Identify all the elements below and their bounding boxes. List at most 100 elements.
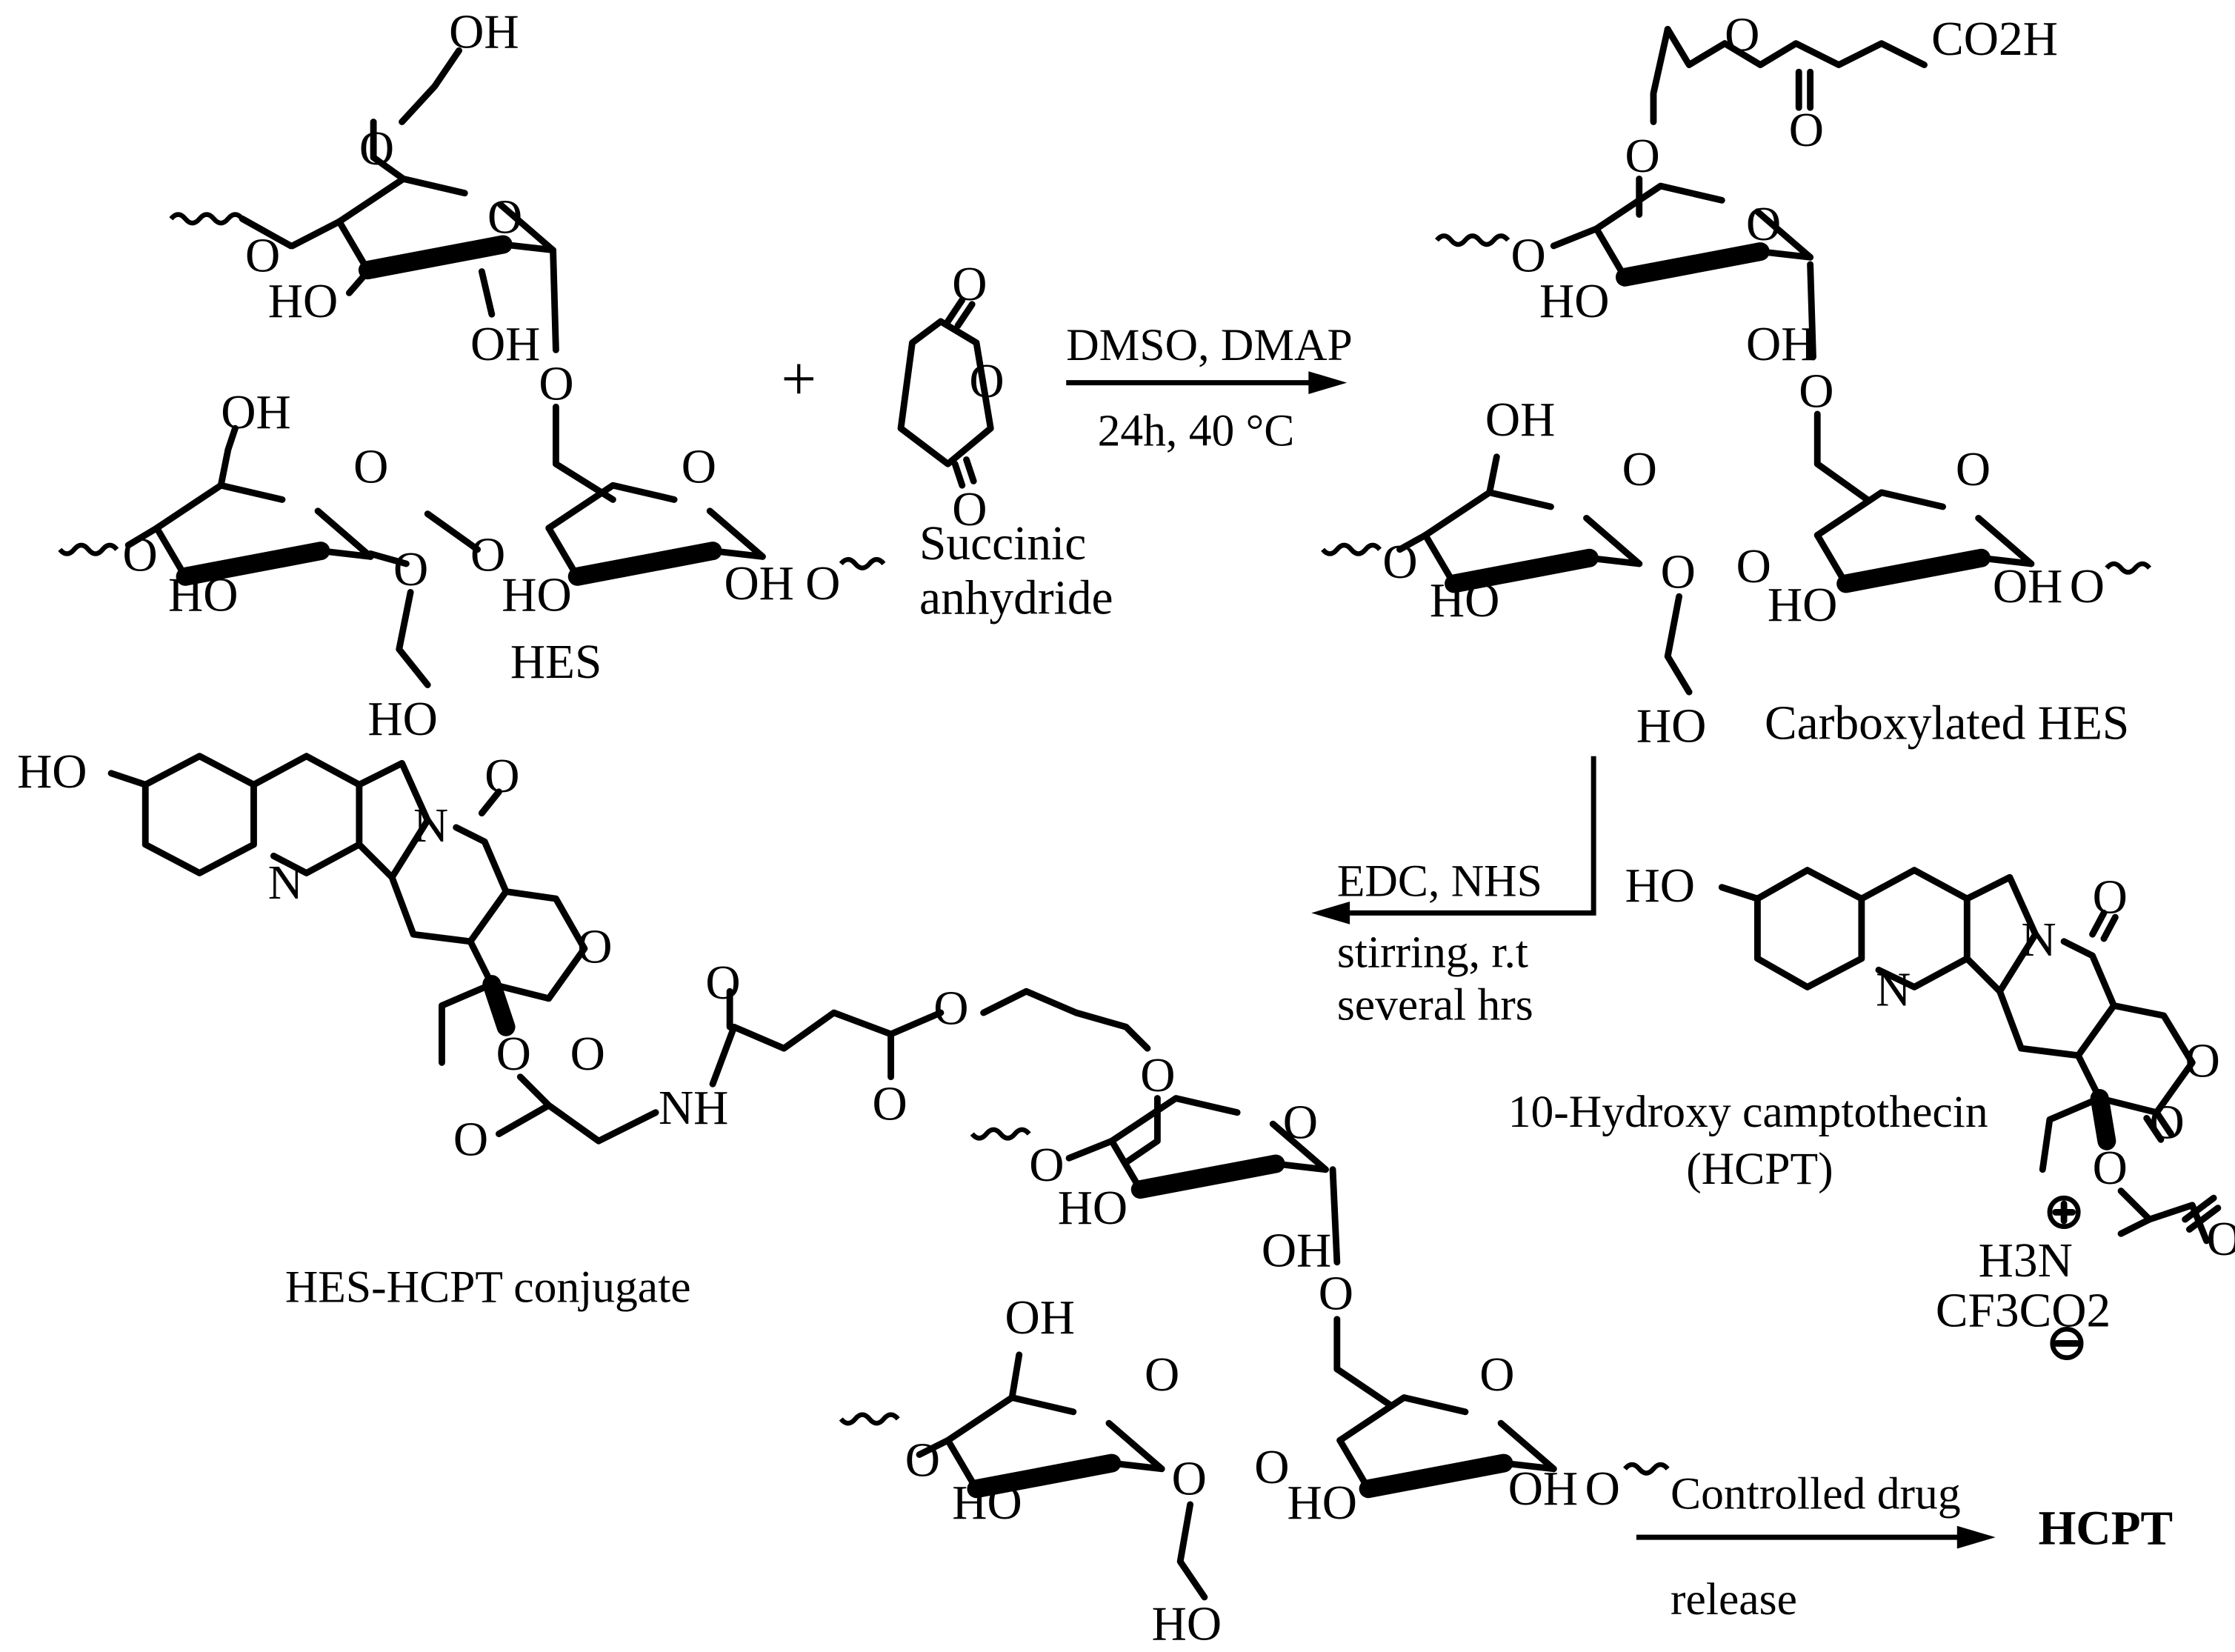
svg-text:HO: HO: [1287, 1476, 1356, 1530]
svg-text:O: O: [1746, 198, 1781, 251]
svg-text:O: O: [122, 529, 157, 582]
svg-text:O: O: [1736, 540, 1771, 593]
svg-text:O: O: [393, 543, 428, 596]
hcpt-label-line2: (HCPT): [1686, 1144, 1833, 1194]
svg-text:O: O: [470, 529, 505, 582]
svg-text:O: O: [1145, 1348, 1179, 1402]
svg-text:O: O: [484, 750, 519, 803]
svg-text:HO: HO: [1636, 699, 1706, 753]
svg-text:O: O: [2150, 1096, 2185, 1149]
svg-text:O: O: [905, 1433, 940, 1487]
ammonium-group: H3N: [1979, 1234, 2073, 1288]
svg-text:N: N: [1876, 963, 1911, 1016]
svg-text:O: O: [453, 1113, 488, 1166]
svg-text:OH: OH: [449, 5, 519, 59]
svg-text:HO: HO: [1539, 275, 1609, 328]
svg-text:O: O: [577, 921, 612, 974]
svg-text:O: O: [1625, 130, 1659, 183]
svg-text:OH: OH: [1485, 393, 1555, 447]
release-arrow: Controlled drug release HCPT: [1636, 1469, 2173, 1625]
svg-text:O: O: [245, 230, 280, 283]
svg-text:OH: OH: [1262, 1225, 1331, 1278]
hes-structure: O O O OH HO OH O O O OH HO O HO O O HO O…: [58, 5, 886, 746]
svg-text:O: O: [570, 1027, 605, 1081]
svg-text:OH: OH: [221, 386, 290, 439]
svg-text:O: O: [1319, 1267, 1353, 1320]
counterion: CF3CO2: [1936, 1284, 2111, 1337]
svg-text:O: O: [359, 122, 394, 176]
acid-group: CO2H: [1931, 13, 2058, 66]
svg-text:O: O: [1479, 1348, 1514, 1402]
svg-text:O: O: [1585, 1462, 1620, 1516]
svg-text:O: O: [805, 557, 840, 610]
svg-text:HO: HO: [17, 745, 87, 799]
svg-text:O: O: [1956, 443, 1991, 496]
svg-text:O: O: [969, 355, 1004, 408]
succinic-label-line1: Succinic: [919, 517, 1086, 570]
svg-text:OH: OH: [1508, 1462, 1578, 1516]
hes-label: HES: [510, 636, 602, 689]
release-line2: release: [1671, 1574, 1797, 1625]
svg-text:O: O: [1789, 104, 1824, 157]
amide-nh: NH: [659, 1082, 728, 1135]
svg-text:HO: HO: [367, 693, 437, 746]
svg-text:HO: HO: [502, 568, 571, 622]
hcpt-structure: HO N N O O O O O H3N CF3CO2: [1625, 859, 2235, 1360]
svg-text:HO: HO: [168, 568, 238, 622]
conjugate-label: HES-HCPT conjugate: [285, 1262, 691, 1313]
svg-text:OH: OH: [470, 318, 540, 371]
succinic-label-line2: anhydride: [919, 571, 1113, 625]
svg-text:HO: HO: [1152, 1598, 1222, 1651]
svg-text:HO: HO: [1768, 579, 1837, 632]
svg-text:OH: OH: [1746, 318, 1816, 371]
product-hcpt: HCPT: [2038, 1502, 2173, 1556]
step2-line1: EDC, NHS: [1337, 856, 1542, 906]
svg-text:O: O: [2207, 1213, 2235, 1266]
svg-text:O: O: [353, 440, 388, 493]
carboxylated-hes-label: Carboxylated HES: [1765, 697, 2129, 750]
svg-text:O: O: [1725, 8, 1759, 61]
svg-text:O: O: [1661, 546, 1696, 599]
svg-text:OH: OH: [1005, 1291, 1074, 1345]
step2-line3: several hrs: [1337, 980, 1533, 1030]
step1-arrow: DMSO, DMAP 24h, 40 °C: [1066, 320, 1353, 456]
svg-text:O: O: [705, 956, 740, 1010]
svg-text:O: O: [952, 258, 987, 311]
conjugate-hcpt-part: HO N N O O O O O NH O O O O: [17, 745, 1175, 1166]
ring-oxygen: O: [487, 191, 522, 244]
svg-text:HO: HO: [1625, 859, 1694, 913]
hcpt-label-line1: 10-Hydroxy camptothecin: [1508, 1087, 1988, 1137]
carboxylated-hes-structure: O O CO2H O O O HO OH O O O OH HO O HO O …: [1321, 8, 2152, 753]
svg-text:O: O: [1254, 1441, 1289, 1494]
svg-text:N: N: [2021, 913, 2056, 967]
svg-text:O: O: [1029, 1139, 1064, 1192]
svg-text:O: O: [1511, 230, 1546, 283]
step1-conditions-top: DMSO, DMAP: [1066, 320, 1353, 370]
step1-conditions-bottom: 24h, 40 °C: [1098, 405, 1295, 456]
release-line1: Controlled drug: [1671, 1469, 1961, 1519]
svg-text:O: O: [496, 1027, 531, 1081]
svg-text:O: O: [1622, 443, 1657, 496]
svg-text:O: O: [873, 1077, 907, 1130]
svg-text:OH: OH: [1993, 560, 2062, 613]
svg-text:O: O: [1140, 1049, 1175, 1102]
svg-text:HO: HO: [1058, 1182, 1128, 1235]
svg-text:O: O: [1799, 364, 1833, 418]
svg-text:O: O: [2070, 560, 2105, 613]
svg-text:O: O: [2185, 1035, 2220, 1088]
svg-text:N: N: [413, 799, 448, 853]
svg-text:O: O: [1382, 536, 1417, 589]
plus-sign: +: [781, 345, 816, 414]
svg-text:HO: HO: [268, 275, 338, 328]
conjugate-hes-part: O O HO OH O O O OH HO O HO O O HO OH O: [839, 1096, 1670, 1651]
succinic-anhydride-structure: O O O Succinic anhydride: [897, 258, 1113, 625]
svg-text:O: O: [682, 440, 716, 493]
svg-text:O: O: [1172, 1452, 1207, 1505]
step2-line2: stirring, r.t: [1337, 927, 1528, 977]
svg-text:O: O: [2093, 1142, 2128, 1195]
svg-text:OH: OH: [724, 557, 793, 610]
svg-text:HO: HO: [952, 1476, 1022, 1530]
svg-text:O: O: [952, 483, 987, 536]
svg-text:O: O: [933, 982, 968, 1035]
